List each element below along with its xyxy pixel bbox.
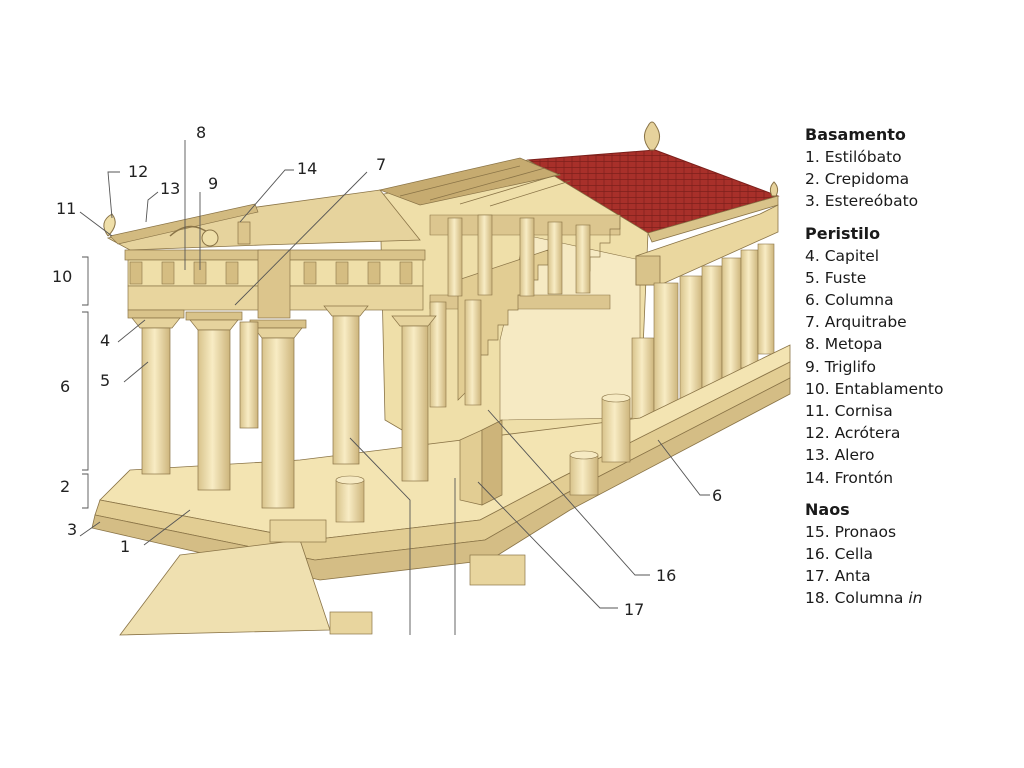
callout-6: 6 bbox=[60, 377, 70, 396]
legend-item: 17. Anta bbox=[805, 567, 871, 586]
callout-1: 1 bbox=[120, 537, 130, 556]
legend-section-peristilo: Peristilo 4. Capitel 5. Fuste 6. Columna… bbox=[805, 223, 1020, 489]
callout-17: 17 bbox=[624, 600, 644, 619]
pediment bbox=[103, 189, 421, 251]
legend-item: 8. Metopa bbox=[805, 335, 883, 354]
callout-13: 13 bbox=[160, 179, 180, 198]
legend-item: 15. Pronaos bbox=[805, 522, 897, 541]
legend-item: 3. Estereóbato bbox=[805, 192, 919, 211]
callout-12: 12 bbox=[128, 162, 148, 181]
legend-item: 4. Capitel bbox=[805, 246, 880, 265]
callout-4: 4 bbox=[100, 331, 110, 350]
entrance-ramp bbox=[119, 519, 526, 636]
legend: Basamento 1. Estilóbato 2. Crepidoma 3. … bbox=[805, 124, 1020, 620]
callout-7: 7 bbox=[376, 155, 386, 174]
legend-item: 7. Arquitrabe bbox=[805, 313, 907, 332]
legend-item: 2. Crepidoma bbox=[805, 170, 910, 189]
callout-3: 3 bbox=[67, 520, 77, 539]
anta-block bbox=[459, 419, 503, 506]
callout-5: 5 bbox=[100, 371, 110, 390]
callout-16: 16 bbox=[656, 566, 676, 585]
legend-item: 13. Alero bbox=[805, 446, 875, 465]
callout-10: 10 bbox=[52, 267, 72, 286]
roof-beams bbox=[378, 157, 571, 207]
callout-6-side: 6 bbox=[712, 486, 722, 505]
legend-item: 14. Frontón bbox=[805, 468, 894, 487]
legend-item: 11. Cornisa bbox=[805, 402, 893, 421]
acroterion-top bbox=[644, 121, 660, 151]
side-entablature bbox=[635, 204, 779, 286]
callout-14: 14 bbox=[297, 159, 317, 178]
greek-temple-diagram: 8 9 14 7 12 13 11 10 4 5 6 2 3 1 6 16 17 bbox=[52, 121, 791, 636]
legend-item-18-prefix: 18. Columna bbox=[805, 589, 909, 608]
column-stumps bbox=[335, 393, 631, 523]
legend-item-18-italic: in bbox=[908, 589, 923, 608]
legend-section-naos: Naos 15. Pronaos 16. Cella 17. Anta 18. … bbox=[805, 499, 1020, 610]
callout-2: 2 bbox=[60, 477, 70, 496]
inner-columns bbox=[429, 214, 591, 408]
callout-11: 11 bbox=[56, 199, 76, 218]
legend-item: 1. Estilóbato bbox=[805, 148, 902, 166]
callout-9: 9 bbox=[208, 174, 218, 193]
legend-title-basamento: Basamento bbox=[805, 125, 906, 144]
legend-item: 5. Fuste bbox=[805, 268, 867, 287]
front-columns bbox=[127, 305, 437, 509]
legend-title-peristilo: Peristilo bbox=[805, 223, 881, 243]
legend-section-basamento: Basamento 1. Estilóbato 2. Crepidoma 3. … bbox=[805, 124, 1020, 213]
acroterion-right bbox=[769, 181, 779, 197]
legend-item: 6. Columna bbox=[805, 291, 894, 310]
legend-item-18: 18. Columna in bbox=[805, 587, 1020, 609]
callout-numbers: 8 9 14 7 12 13 11 10 4 5 6 2 3 1 6 16 17 bbox=[52, 123, 722, 619]
callout-8: 8 bbox=[196, 123, 206, 142]
legend-item: 12. Acrótera bbox=[805, 424, 901, 443]
legend-title-naos: Naos bbox=[805, 499, 850, 519]
front-entablature bbox=[124, 249, 426, 319]
legend-item: 10. Entablamento bbox=[805, 379, 944, 398]
legend-item: 16. Cella bbox=[805, 545, 874, 564]
legend-item: 9. Triglifo bbox=[805, 357, 876, 376]
leader-lines bbox=[79, 140, 710, 635]
